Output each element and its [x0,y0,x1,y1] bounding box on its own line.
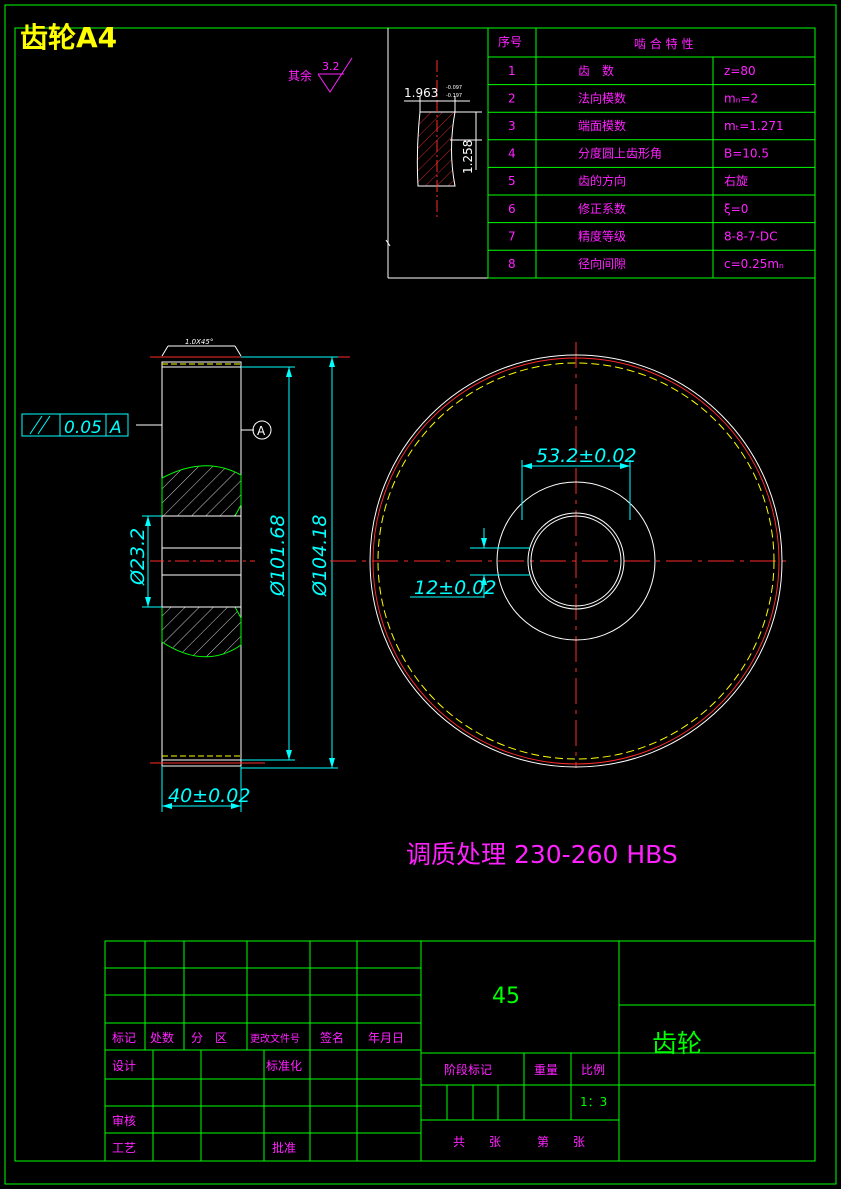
tb-sheets: 张 [489,1135,501,1149]
table-row-value-8: c=0.25mₙ [724,257,784,271]
offset-dimension: 12±0.02 [414,577,496,599]
heat-treatment-note: 调质处理 230-260 HBS [406,840,678,869]
gear-side-view: 1.0X45° 0.05 A A Ø23.2 Ø101.68 Ø104. [21,338,350,812]
table-row-no-4: 4 [508,147,516,161]
runout-datum: A [109,418,122,438]
tb-page: 第 [537,1135,549,1149]
tb-zone: 分 区 [191,1031,227,1045]
chordal-tol-top: -0.097 [446,85,462,91]
root-diameter: Ø101.68 [267,515,289,597]
tb-change-doc: 更改文件号 [250,1032,300,1045]
hub-dimension: 53.2±0.02 [536,445,637,467]
tb-count: 处数 [150,1030,174,1045]
table-row-name-1: 齿 数 [578,63,614,78]
chamfer-note: 1.0X45° [185,338,213,346]
bore-dimension: Ø23.2 [127,528,149,586]
table-row-value-2: mₙ=2 [724,91,758,105]
table-row-value-4: B=10.5 [724,147,769,161]
table-row-no-8: 8 [508,257,516,271]
table-row-no-1: 1 [508,64,516,78]
table-row-name-7: 精度等级 [578,228,626,243]
table-row-name-5: 齿的方向 [578,173,626,188]
tb-scale: 1：3 [580,1095,607,1109]
table-row-no-7: 7 [508,229,516,243]
tb-process: 工艺 [112,1141,136,1155]
tb-stage-mark: 阶段标记 [444,1062,492,1077]
sheet-title: 齿轮A4 [20,21,117,54]
table-row-name-8: 径向间隙 [578,256,626,271]
table-row-value-5: 右旋 [724,173,748,188]
datum-label: A [257,424,266,438]
table-row-no-3: 3 [508,119,516,133]
outer-diameter: Ø104.18 [309,515,331,597]
tb-mark: 标记 [112,1031,136,1045]
tb-sheet2: 张 [573,1135,585,1149]
table-row-name-6: 修正系数 [578,201,626,216]
tb-standard: 标准化 [266,1059,302,1073]
tb-approve: 批准 [272,1140,296,1155]
chordal-tol-bottom: -0.197 [446,93,462,99]
tb-ratio: 比例 [581,1063,605,1077]
material: 45 [492,984,520,1009]
outer-border [4,4,837,1185]
table-col-feature: 啮 合 特 性 [634,36,693,51]
tb-total: 共 [453,1135,465,1149]
roughness-symbol: 其余 3.2 [288,57,353,93]
tb-sign: 签名 [320,1030,344,1045]
gear-front-view: 53.2±0.02 12±0.02 [330,342,790,768]
table-row-no-5: 5 [508,174,516,188]
runout-value: 0.05 [64,418,102,438]
table-col-no: 序号 [498,34,522,49]
table-row-no-2: 2 [508,91,516,105]
tb-date: 年月日 [368,1031,404,1045]
width-dimension: 40±0.02 [168,785,250,807]
table-row-name-3: 端面模数 [578,118,626,133]
table-row-value-3: mₜ=1.271 [724,119,784,133]
roughness-value: 3.2 [322,60,340,73]
table-row-no-6: 6 [508,202,516,216]
meshing-table: 序号 啮 合 特 性 1 齿 数 z=80 2 法向模数 mₙ=2 3 端面模数 mₜ=1.27… [487,27,816,279]
tb-weight: 重量 [534,1063,558,1077]
tb-design: 设计 [112,1059,136,1073]
part-name: 齿轮 [652,1029,702,1058]
table-row-value-1: z=80 [724,64,756,78]
table-row-value-7: 8-8-7-DC [724,229,778,243]
table-row-value-6: ξ=0 [724,202,748,216]
roughness-label: 其余 [288,68,312,83]
chordal-thickness: 1.963 [404,86,438,100]
table-row-name-4: 分度圆上齿形角 [578,146,662,161]
table-row-name-2: 法向模数 [578,90,626,105]
chordal-height: 1.258 [461,140,475,174]
tb-review: 审核 [112,1113,136,1128]
tooth-profile-detail: 1.963 -0.097 -0.197 1.258 [385,28,488,279]
title-block: 标记 处数 分 区 更改文件号 签名 年月日 设计 标准化 审核 工艺 批准 阶… [104,940,816,1162]
